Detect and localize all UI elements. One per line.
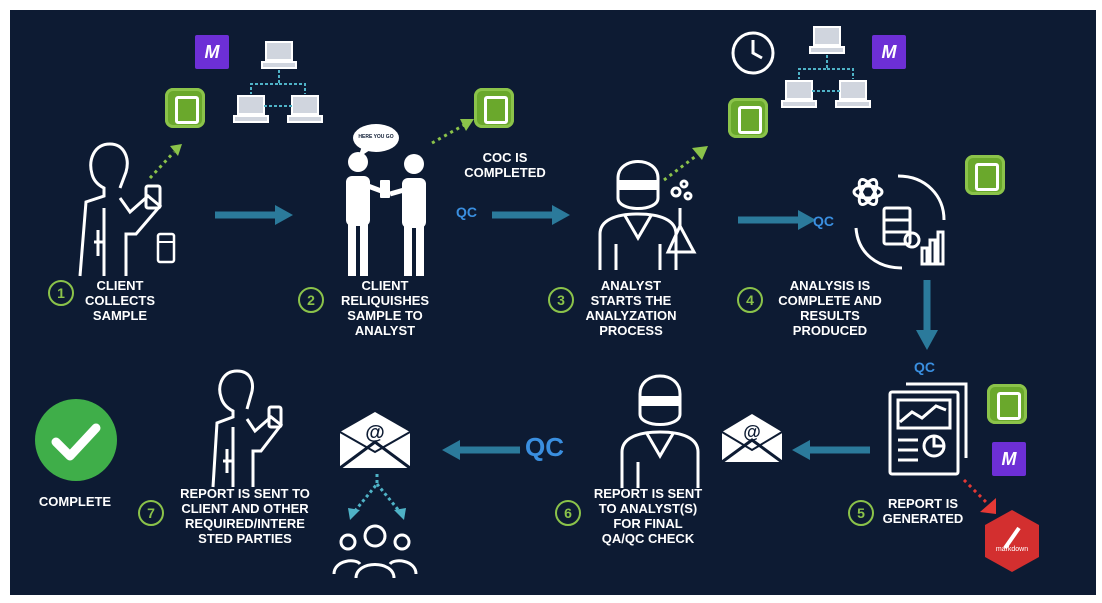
step-number-6: 6	[555, 500, 581, 526]
dotted-arrow-3	[663, 146, 708, 182]
power-automate-logo: M	[195, 35, 229, 69]
network-computers-icon-1	[233, 41, 323, 123]
checklist-app-icon	[165, 88, 205, 128]
speech-bubble-text: HERE YOU GO	[358, 134, 394, 140]
power-automate-logo: M	[872, 35, 906, 69]
flow-arrow-6-7	[442, 440, 520, 460]
step-number-7: 7	[138, 500, 164, 526]
network-computers-icon-2	[781, 26, 871, 108]
flow-arrow-4-5	[916, 280, 938, 350]
flow-arrow-2-3	[492, 205, 570, 225]
people-group-icon	[332, 524, 418, 579]
dotted-split-arrows	[348, 474, 406, 520]
analyst-scientist-icon	[598, 160, 697, 270]
handoff-people-icon	[346, 152, 426, 276]
markdown-app-label: markdown	[995, 546, 1029, 553]
flow-arrow-3-4	[738, 210, 816, 230]
qc-label-2-3: QC	[456, 204, 477, 220]
analyst-scientist-icon	[620, 374, 700, 488]
client-person-icon	[78, 142, 176, 277]
flow-arrow-1-2	[215, 205, 293, 225]
email-envelope-icon	[721, 414, 783, 464]
email-at-symbol: @	[365, 422, 385, 444]
report-document-icon	[888, 382, 968, 476]
step-number-3: 3	[548, 287, 574, 313]
checklist-app-icon	[987, 384, 1027, 424]
step-number-5: 5	[848, 500, 874, 526]
qc-label-6-7: QC	[525, 432, 564, 462]
qc-label-3-4: QC	[813, 213, 834, 229]
dotted-arrow-2	[431, 119, 474, 145]
dotted-arrow-1	[148, 144, 182, 180]
step-number-2: 2	[298, 287, 324, 313]
checklist-app-icon	[965, 155, 1005, 195]
data-analysis-icon	[852, 174, 946, 270]
client-person-icon	[211, 369, 284, 488]
complete-check-icon	[35, 399, 117, 481]
step-number-1: 1	[48, 280, 74, 306]
flow-arrow-5-6	[792, 440, 870, 460]
email-at-symbol: @	[743, 422, 761, 442]
complete-label: COMPLETE	[38, 494, 112, 509]
checklist-app-icon	[728, 98, 768, 138]
power-automate-logo: M	[992, 442, 1026, 476]
dotted-arrow-5	[962, 478, 996, 514]
step-number-4: 4	[737, 287, 763, 313]
clock-icon	[731, 31, 775, 75]
email-envelope-icon	[339, 412, 411, 470]
checklist-app-icon	[474, 88, 514, 128]
markdown-app-icon	[985, 510, 1039, 572]
qc-label-5: QC	[914, 359, 935, 375]
